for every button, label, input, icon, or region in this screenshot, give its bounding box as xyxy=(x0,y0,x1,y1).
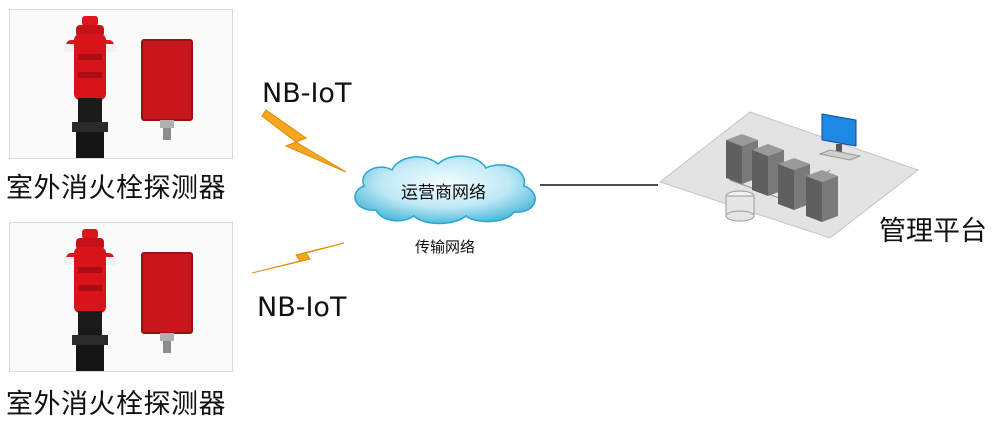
fire-hydrant-icon xyxy=(64,16,116,158)
device-photo-2 xyxy=(9,222,233,372)
nb-iot-label-2: NB-IoT xyxy=(257,292,347,323)
database-icon xyxy=(725,190,755,222)
cloud-label: 运营商网络 xyxy=(401,183,486,203)
nb-iot-label-1: NB-IoT xyxy=(262,78,352,109)
server-platform-icon xyxy=(658,111,920,239)
server-icon xyxy=(806,170,838,222)
lightning-bolt-icon xyxy=(251,242,345,274)
monitor-icon xyxy=(818,113,862,161)
detector-box-icon xyxy=(141,252,193,353)
lightning-bolt-icon xyxy=(261,109,347,173)
platform-label: 管理平台 xyxy=(879,216,987,247)
connection-line xyxy=(540,184,658,186)
server-icon xyxy=(778,158,810,210)
fire-hydrant-icon xyxy=(64,229,116,371)
cloud-network-icon xyxy=(354,155,536,225)
device-photo-1 xyxy=(9,9,233,159)
device-label-2: 室外消火栓探测器 xyxy=(6,389,226,420)
network-label: 传输网络 xyxy=(415,238,476,256)
device-label-1: 室外消火栓探测器 xyxy=(6,173,226,204)
detector-box-icon xyxy=(141,39,193,140)
